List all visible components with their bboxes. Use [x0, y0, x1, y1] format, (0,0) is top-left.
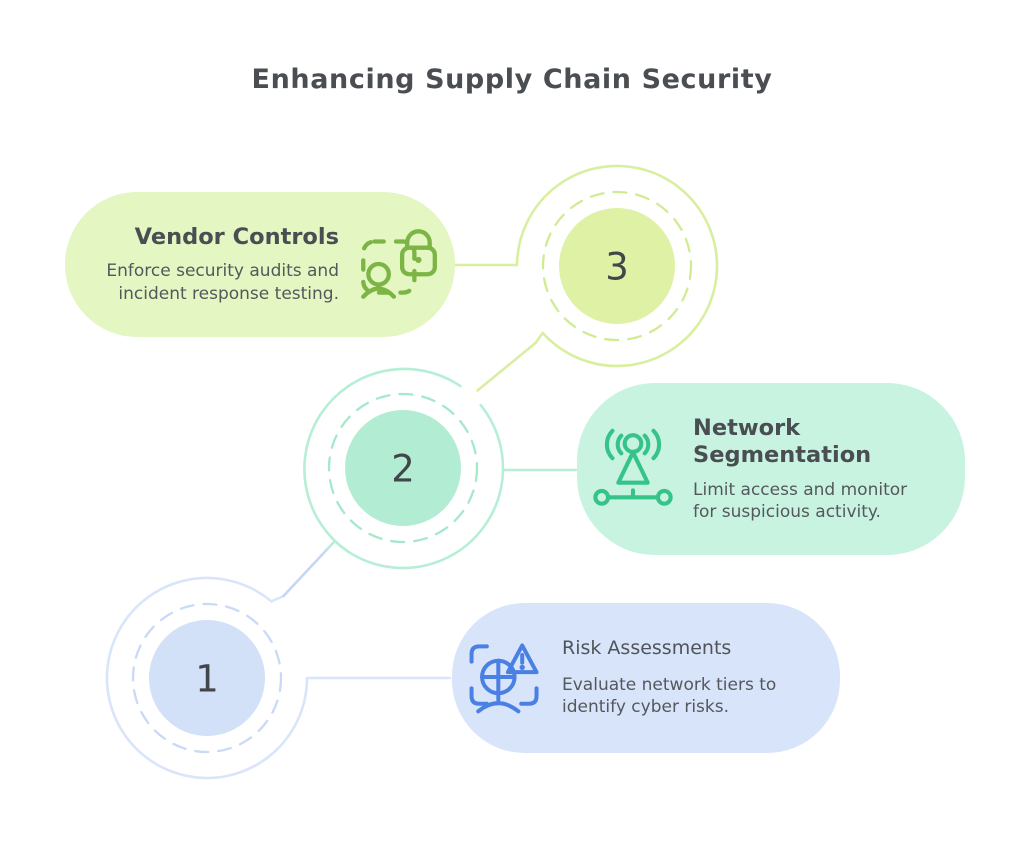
card-vendor-description: Enforce security audits and incident res…	[106, 261, 339, 304]
connector-step3-step2	[476, 341, 537, 392]
card-risk-assessments: Risk Assessments Evaluate network tiers …	[452, 603, 840, 753]
card-vendor-title: Vendor Controls	[134, 223, 339, 250]
step-2-circle	[345, 410, 461, 526]
step-1-number: 1	[195, 657, 219, 701]
step-3-number: 3	[605, 245, 629, 289]
step-2-outer-ring-b	[479, 403, 505, 472]
card-network-description: Limit access and monitor for suspicious …	[693, 479, 908, 522]
card-risk-description: Evaluate network tiers to identify cyber…	[562, 674, 777, 718]
card-network-title: Network Segmentation	[693, 414, 872, 469]
page-title: Enhancing Supply Chain Security	[251, 64, 773, 95]
card-vendor-text: Vendor Controls Enforce security audits …	[77, 224, 339, 305]
person-lock-icon	[351, 217, 443, 313]
step-1-circle	[149, 620, 265, 736]
step-2-number: 2	[391, 447, 415, 491]
step-3-dashed-ring	[541, 190, 693, 342]
antenna-network-icon	[589, 423, 677, 515]
card-network-segmentation: Network Segmentation Limit access and mo…	[577, 383, 965, 555]
connector-step2-step1	[282, 548, 328, 598]
card-risk-text: Risk Assessments Evaluate network tiers …	[562, 637, 806, 718]
step-2-outer-ring-a	[325, 468, 578, 570]
step-3-circle	[559, 208, 675, 324]
step-1-outer-ring	[105, 576, 452, 780]
step-2-outer-ring-c	[303, 367, 462, 554]
card-risk-title: Risk Assessments	[562, 637, 732, 660]
globe-warning-icon	[462, 633, 548, 723]
step-3-outer-ring	[450, 164, 719, 368]
card-network-text: Network Segmentation Limit access and mo…	[693, 415, 929, 524]
step-2-dashed-ring	[327, 392, 479, 544]
step-1-dashed-ring	[131, 602, 283, 754]
card-vendor-controls: Vendor Controls Enforce security audits …	[65, 192, 455, 337]
